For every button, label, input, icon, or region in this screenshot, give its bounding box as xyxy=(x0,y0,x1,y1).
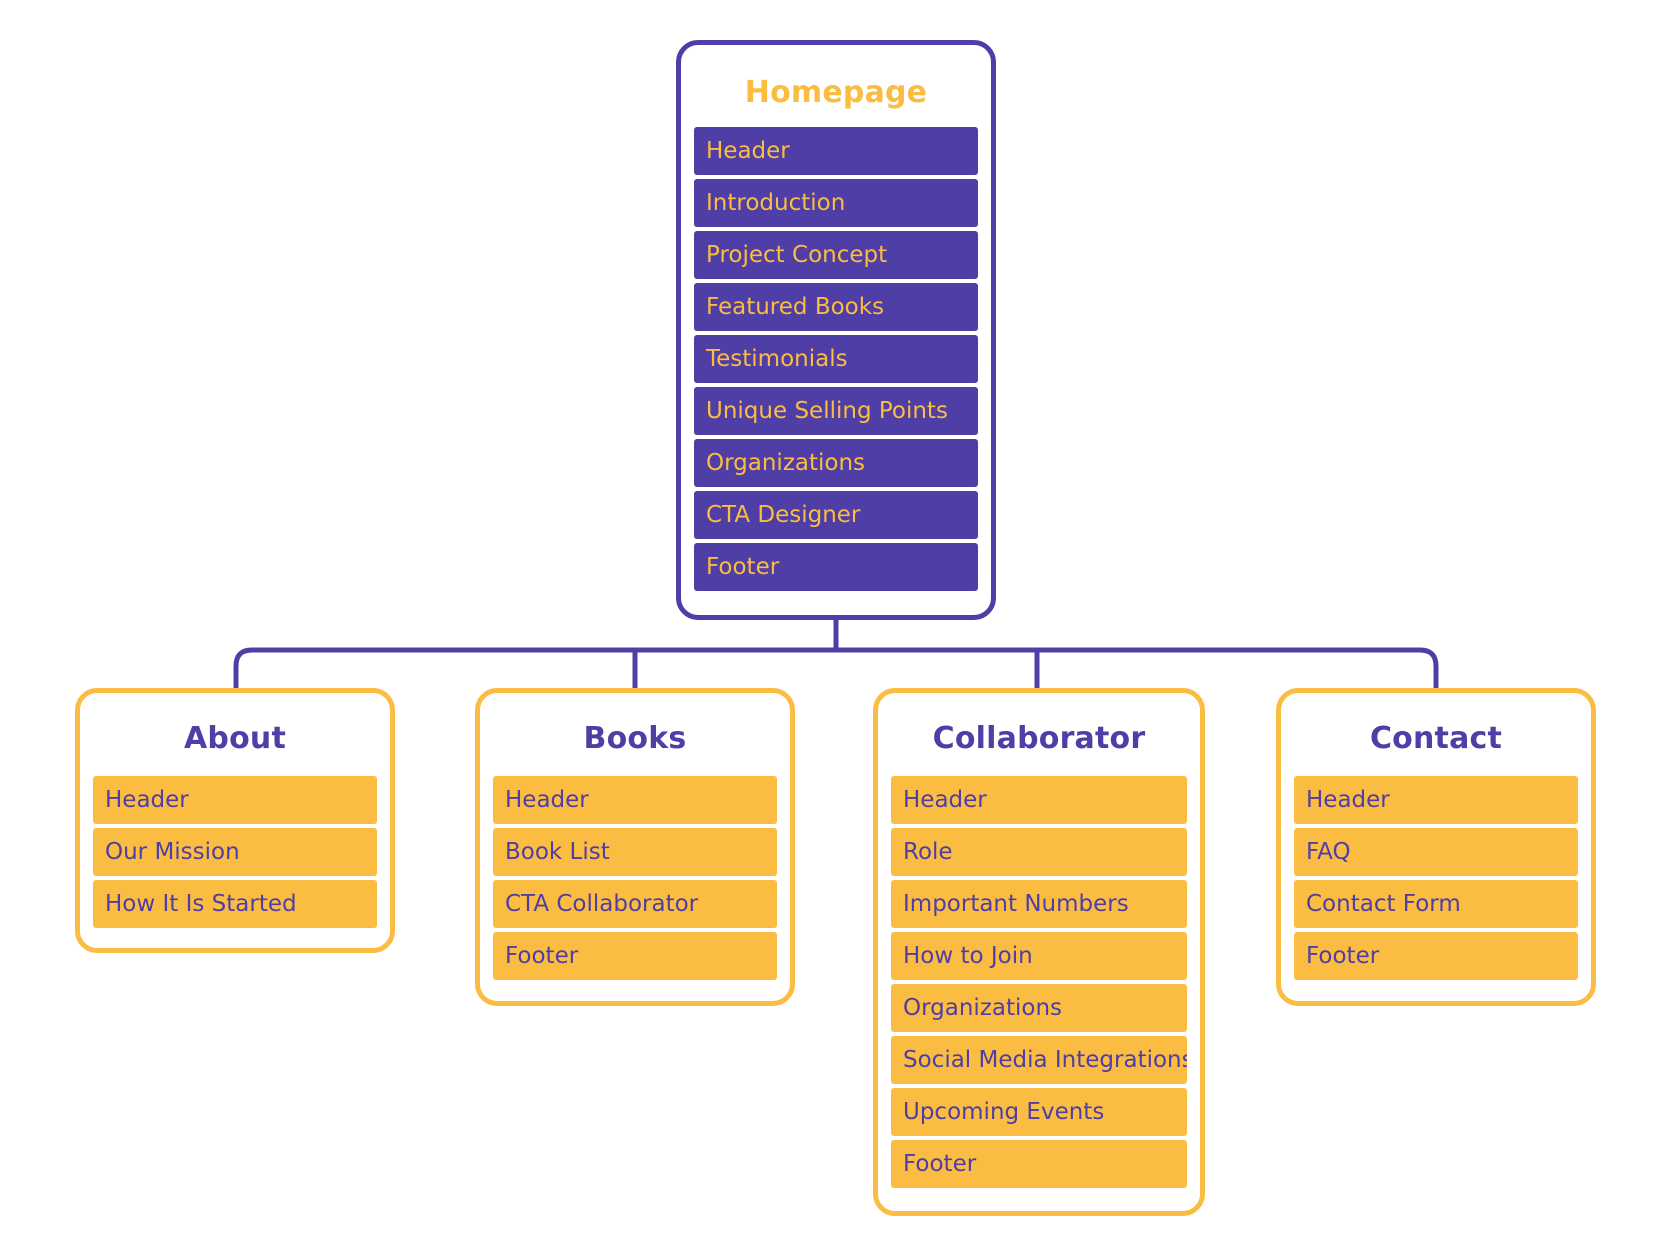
homepage-section: Introduction xyxy=(694,179,978,227)
books-card: Books Header Book List CTA Collaborator … xyxy=(475,688,795,1006)
collaborator-section: Important Numbers xyxy=(891,880,1187,928)
contact-card: Contact Header FAQ Contact Form Footer xyxy=(1276,688,1596,1006)
collaborator-section: How to Join xyxy=(891,932,1187,980)
about-title: About xyxy=(183,721,286,756)
books-section: CTA Collaborator xyxy=(493,880,777,928)
books-section: Book List xyxy=(493,828,777,876)
homepage-sections: Header Introduction Project Concept Feat… xyxy=(694,127,978,595)
books-title: Books xyxy=(583,721,687,756)
collaborator-sections: Header Role Important Numbers How to Joi… xyxy=(891,776,1187,1192)
about-section: Header xyxy=(93,776,377,824)
homepage-card: Homepage Header Introduction Project Con… xyxy=(676,40,996,620)
books-sections: Header Book List CTA Collaborator Footer xyxy=(493,776,777,984)
collaborator-section: Organizations xyxy=(891,984,1187,1032)
homepage-section: Project Concept xyxy=(694,231,978,279)
collaborator-section: Upcoming Events xyxy=(891,1088,1187,1136)
about-section: Our Mission xyxy=(93,828,377,876)
contact-sections: Header FAQ Contact Form Footer xyxy=(1294,776,1578,984)
homepage-section: Unique Selling Points xyxy=(694,387,978,435)
about-sections: Header Our Mission How It Is Started xyxy=(93,776,377,932)
books-section: Footer xyxy=(493,932,777,980)
about-card: About Header Our Mission How It Is Start… xyxy=(75,688,395,953)
homepage-section: Testimonials xyxy=(694,335,978,383)
homepage-section: Footer xyxy=(694,543,978,591)
contact-section: Header xyxy=(1294,776,1578,824)
homepage-section: CTA Designer xyxy=(694,491,978,539)
collaborator-section: Social Media Integrations xyxy=(891,1036,1187,1084)
homepage-section: Featured Books xyxy=(694,283,978,331)
homepage-title: Homepage xyxy=(744,75,928,110)
collaborator-title: Collaborator xyxy=(932,721,1146,756)
collaborator-section: Footer xyxy=(891,1140,1187,1188)
collaborator-card: Collaborator Header Role Important Numbe… xyxy=(873,688,1205,1216)
contact-section: Footer xyxy=(1294,932,1578,980)
homepage-section: Organizations xyxy=(694,439,978,487)
collaborator-section: Header xyxy=(891,776,1187,824)
about-section: How It Is Started xyxy=(93,880,377,928)
contact-section: Contact Form xyxy=(1294,880,1578,928)
collaborator-section: Role xyxy=(891,828,1187,876)
connector-horizontal-bar xyxy=(233,647,1439,688)
contact-section: FAQ xyxy=(1294,828,1578,876)
contact-title: Contact xyxy=(1369,721,1503,756)
homepage-section: Header xyxy=(694,127,978,175)
books-section: Header xyxy=(493,776,777,824)
